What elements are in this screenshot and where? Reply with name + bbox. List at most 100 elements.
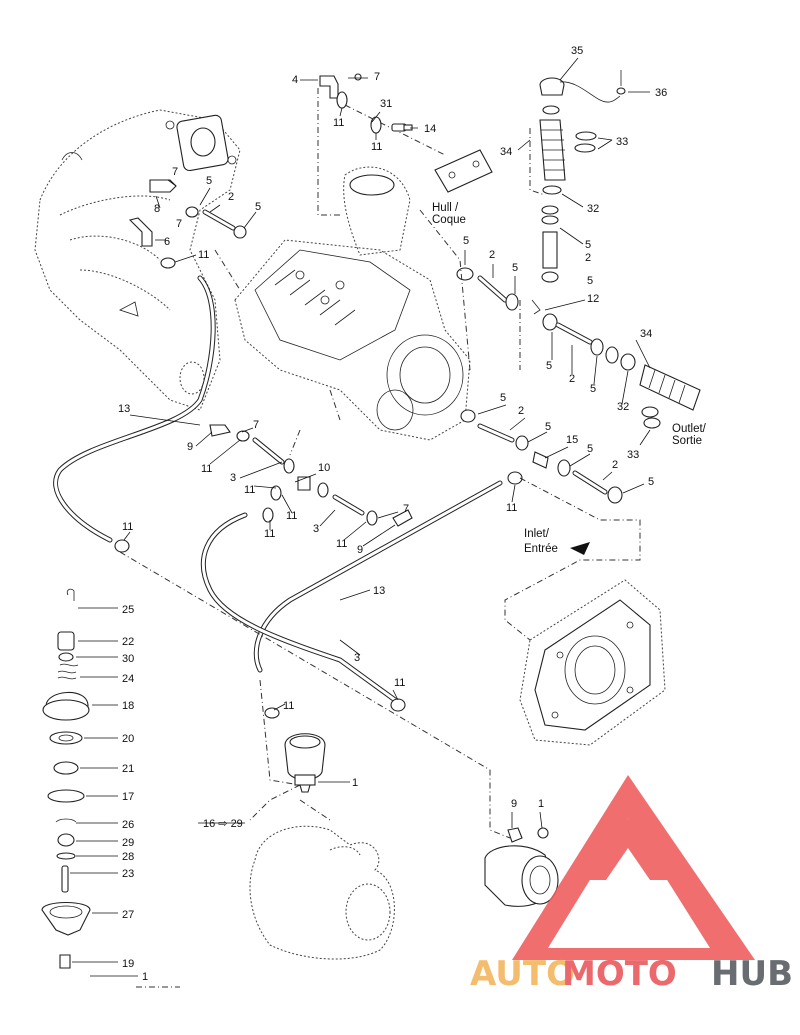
engine-block bbox=[234, 166, 471, 441]
part-label: 5 bbox=[587, 443, 593, 455]
callout-sortie: Sortie bbox=[672, 435, 702, 447]
part-label: 1 bbox=[352, 777, 358, 789]
part-label: 26 bbox=[122, 819, 134, 831]
part-label: 19 bbox=[122, 958, 134, 970]
part-label: 15 bbox=[566, 434, 578, 446]
part-label: 3 bbox=[313, 523, 319, 535]
callout-inlet: Inlet/ bbox=[524, 528, 550, 540]
part-label: 36 bbox=[655, 87, 667, 99]
part-label: 2 bbox=[489, 249, 495, 261]
part-label: 7 bbox=[253, 419, 259, 431]
part-label: 3 bbox=[230, 472, 236, 484]
hull-plate bbox=[434, 149, 493, 193]
part-label: 35 bbox=[571, 45, 583, 57]
part-label: 30 bbox=[122, 653, 134, 665]
watermark-hub: HUB bbox=[711, 954, 793, 994]
exhaust-manifold bbox=[34, 109, 241, 411]
part-label: 8 bbox=[154, 203, 160, 215]
part-label: 13 bbox=[373, 585, 385, 597]
part-label: 5 bbox=[590, 383, 596, 395]
watermark-auto: AUTO bbox=[470, 954, 575, 994]
middle-center-hoses bbox=[209, 424, 413, 527]
part-label: 9 bbox=[187, 441, 193, 453]
part-label: 7 bbox=[374, 71, 380, 83]
part-label: 7 bbox=[176, 218, 182, 230]
part-label: 18 bbox=[122, 700, 134, 712]
part-label: 31 bbox=[380, 98, 392, 110]
part-label: 5 bbox=[206, 175, 212, 187]
automotohub-watermark: AUTO MOTO HUB bbox=[470, 775, 793, 994]
part-label: 12 bbox=[587, 293, 599, 305]
part-label: 28 bbox=[122, 851, 134, 863]
upper-left-fittings bbox=[128, 179, 247, 269]
leader-lines bbox=[70, 57, 651, 977]
part-label: 17 bbox=[122, 791, 134, 803]
part-label: 11 bbox=[336, 538, 347, 550]
part-label: 7 bbox=[403, 503, 409, 515]
callout-hull: Hull / bbox=[432, 202, 459, 214]
part-label: 5 bbox=[463, 235, 469, 247]
part-label: 2 bbox=[585, 252, 591, 264]
wear-ring-assembly bbox=[484, 827, 559, 907]
triangle-logo-icon bbox=[512, 775, 755, 960]
part-label: 5 bbox=[545, 421, 551, 433]
clamp-11-top bbox=[336, 91, 382, 134]
part-label: 2 bbox=[569, 373, 575, 385]
part-label: 11 bbox=[333, 117, 344, 129]
part-label: 11 bbox=[244, 484, 255, 496]
part-label: 23 bbox=[122, 868, 134, 880]
part-label: 10 bbox=[318, 462, 330, 474]
part-label: 16 ⇨ 29 bbox=[203, 818, 243, 830]
filter-housing bbox=[284, 733, 326, 793]
part-label: 4 bbox=[292, 74, 298, 86]
part-label: 20 bbox=[122, 733, 134, 745]
upper-right-hoses bbox=[456, 267, 701, 429]
part-label: 1 bbox=[538, 798, 544, 810]
part-label: 2 bbox=[228, 191, 234, 203]
part-label: 22 bbox=[122, 636, 134, 648]
part-label: 5 bbox=[500, 392, 506, 404]
part-label: 7 bbox=[172, 166, 178, 178]
part-label: 32 bbox=[617, 401, 629, 413]
inlet-arrow-icon bbox=[570, 542, 590, 555]
part-label: 11 bbox=[394, 677, 405, 689]
part-label: 14 bbox=[424, 123, 436, 135]
callout-outlet: Outlet/ bbox=[672, 423, 707, 435]
connection-lines bbox=[119, 128, 641, 988]
part-label: 2 bbox=[612, 459, 618, 471]
part-label: 5 bbox=[512, 262, 518, 274]
callout-coque: Coque bbox=[432, 214, 466, 226]
part-label: 11 bbox=[198, 249, 209, 261]
part-label: 5 bbox=[585, 239, 591, 251]
part-label: 34 bbox=[640, 328, 652, 340]
part-label: 11 bbox=[122, 521, 133, 533]
elbow-fitting-4 bbox=[319, 73, 362, 99]
part-label: 11 bbox=[506, 502, 517, 514]
part-label: 6 bbox=[164, 236, 170, 248]
part-label: 11 bbox=[371, 141, 382, 153]
part-label: 9 bbox=[357, 544, 363, 556]
part-label: 25 bbox=[122, 604, 134, 616]
callout-entree: Entrée bbox=[524, 543, 558, 555]
part-label: 13 bbox=[118, 403, 130, 415]
part-label: 5 bbox=[546, 360, 552, 372]
part-label: 33 bbox=[616, 136, 628, 148]
part-label: 34 bbox=[500, 146, 512, 158]
part-label: 29 bbox=[122, 837, 134, 849]
middle-right-hoses bbox=[460, 409, 623, 504]
part-label: 9 bbox=[511, 798, 517, 810]
part-labels: 4 7 31 11 14 11 7 5 2 8 5 7 6 11 Hull / … bbox=[118, 45, 707, 983]
valve-stack bbox=[41, 588, 91, 969]
part-label: 3 bbox=[354, 652, 360, 664]
part-label: 24 bbox=[122, 673, 134, 685]
part-label: 5 bbox=[255, 201, 261, 213]
part-label: 1 bbox=[142, 971, 148, 983]
part-label: 5 bbox=[587, 275, 593, 287]
part-label: 11 bbox=[283, 700, 294, 712]
part-label: 32 bbox=[587, 203, 599, 215]
fitting-14 bbox=[391, 123, 413, 132]
part-label: 11 bbox=[264, 528, 275, 540]
part-label: 11 bbox=[201, 463, 212, 475]
part-label: 21 bbox=[122, 763, 134, 775]
